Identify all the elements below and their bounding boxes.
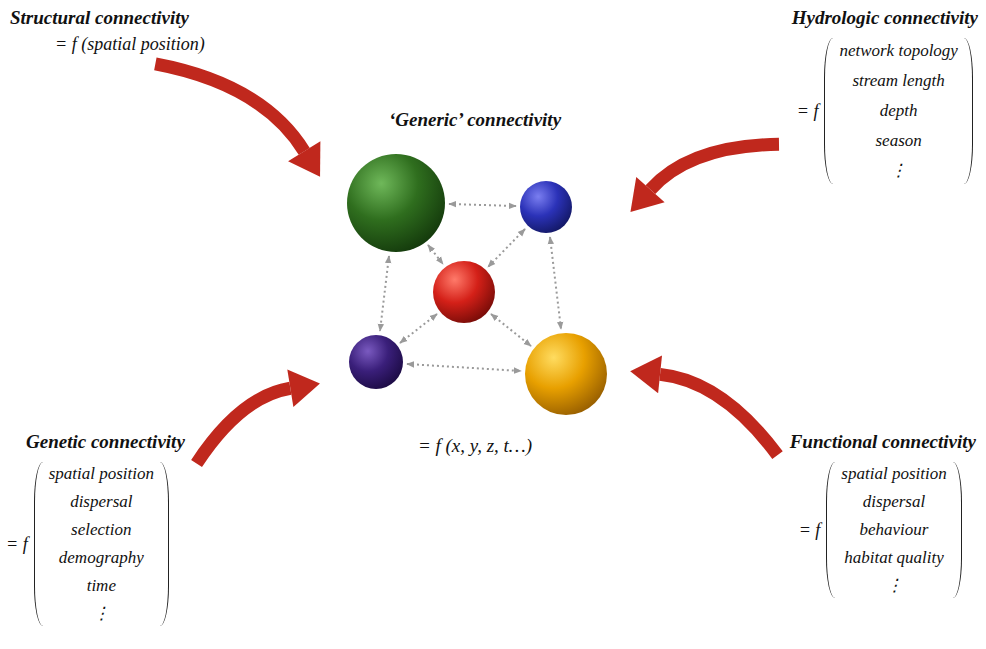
parameter: selection (49, 516, 154, 544)
curved-arrow (155, 64, 320, 177)
parameter: spatial position (841, 460, 946, 488)
curved-arrow (630, 144, 779, 212)
block-heading: ‘Generic’ connectivity (389, 108, 561, 132)
sphere (347, 154, 445, 252)
arrow-shaft (155, 64, 304, 151)
connectivity-block: Structural connectivity= f (spatial posi… (10, 6, 205, 56)
arrow-shaft (660, 374, 777, 455)
block-heading: Structural connectivity (10, 6, 205, 30)
parameter-vector: spatial positiondispersalselectiondemogr… (34, 460, 169, 628)
parameter: ⋮ (841, 572, 946, 600)
curved-arrow (197, 370, 320, 464)
connectivity-block: Functional connectivity= fspatial positi… (790, 430, 976, 600)
sphere (525, 333, 607, 415)
parameter: ⋮ (49, 600, 154, 628)
formula-row: = f spatial positiondispersalselectiondem… (6, 460, 185, 628)
parameter: habitat quality (841, 544, 946, 572)
parameter: ⋮ (839, 156, 958, 186)
block-heading: Hydrologic connectivity (792, 6, 978, 30)
right-parenthesis (963, 38, 973, 184)
dotted-arrow (550, 237, 561, 329)
formula: = f (spatial position) (55, 32, 205, 56)
parameter: behaviour (841, 516, 946, 544)
sphere (349, 335, 403, 389)
parameter: depth (839, 96, 958, 126)
block-heading: Functional connectivity (790, 430, 976, 454)
formula-row: = fspatial positiondispersalbehaviourhab… (799, 460, 976, 600)
parameter: dispersal (841, 488, 946, 516)
left-parenthesis (824, 38, 834, 184)
function-symbol: = f (797, 101, 819, 122)
dotted-arrow (428, 245, 443, 264)
parameter: network topology (839, 36, 958, 66)
parameter: demography (49, 544, 154, 572)
sphere (433, 261, 495, 323)
arrow-head (630, 355, 662, 393)
arrow-shaft (650, 144, 779, 189)
parameter-vector: network topologystream lengthdepthseason… (824, 36, 973, 186)
arrow-head (630, 177, 664, 212)
sphere (520, 181, 572, 233)
arrow-head (287, 370, 320, 408)
formula: = f (x, y, z, t…) (418, 434, 532, 458)
parameter: dispersal (49, 488, 154, 516)
connectivity-block: ‘Generic’ connectivity = f (x, y, z, t…) (325, 108, 625, 458)
right-parenthesis (952, 462, 962, 598)
connectivity-block: Genetic connectivity= fspatial positiond… (6, 430, 185, 628)
arrow-head (288, 141, 320, 177)
parameter: stream length (839, 66, 958, 96)
formula-row: = fnetwork topologystream lengthdepthsea… (797, 36, 978, 186)
left-parenthesis (826, 462, 836, 598)
curved-arrow (630, 355, 777, 455)
left-parenthesis (34, 462, 44, 626)
parameter: spatial position (49, 460, 154, 488)
function-symbol: = f (6, 534, 28, 555)
block-heading: Genetic connectivity (26, 430, 185, 454)
dotted-arrow (491, 314, 531, 346)
parameter: time (49, 572, 154, 600)
dotted-arrow (407, 364, 521, 371)
parameter: season (839, 126, 958, 156)
right-parenthesis (159, 462, 169, 626)
connectivity-block: Hydrologic connectivity= fnetwork topolo… (792, 6, 978, 186)
dotted-arrow (488, 229, 525, 267)
function-symbol: = f (799, 520, 821, 541)
dotted-arrow (449, 204, 516, 206)
parameter-vector: spatial positiondispersalbehaviourhabita… (826, 460, 961, 600)
dotted-arrow (380, 256, 389, 331)
dotted-arrow (400, 314, 437, 343)
arrow-shaft (197, 388, 291, 463)
